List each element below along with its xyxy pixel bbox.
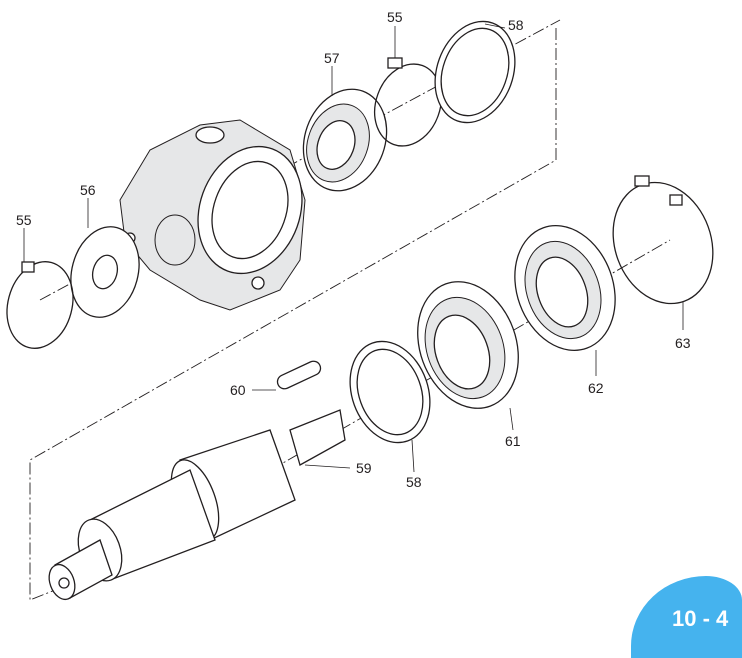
ring-58-top (434, 20, 516, 124)
retaining-ring-55-left (6, 261, 74, 349)
callout-62: 62 (588, 380, 604, 396)
callout-59: 59 (356, 460, 372, 476)
callout-55-top: 55 (387, 9, 403, 25)
callout-60: 60 (230, 382, 246, 398)
retaining-ring-63 (612, 175, 714, 305)
ring-58-bottom (349, 340, 431, 444)
callout-57: 57 (324, 50, 340, 66)
callout-58-bottom: 58 (406, 474, 422, 490)
callout-61: 61 (505, 433, 521, 449)
gear-housing (119, 119, 306, 311)
bearing-57 (302, 88, 388, 192)
key-60 (276, 360, 322, 390)
shaft-59 (48, 409, 346, 601)
callout-63: 63 (675, 335, 691, 351)
callout-56: 56 (80, 182, 96, 198)
bearing-61 (417, 281, 519, 409)
page-number: 10 - 4 (672, 606, 729, 631)
callout-58-top: 58 (508, 17, 524, 33)
seal-62 (514, 225, 616, 351)
callout-55-left: 55 (16, 212, 32, 228)
leader-lines (23, 23, 684, 473)
washer-56 (70, 226, 140, 318)
